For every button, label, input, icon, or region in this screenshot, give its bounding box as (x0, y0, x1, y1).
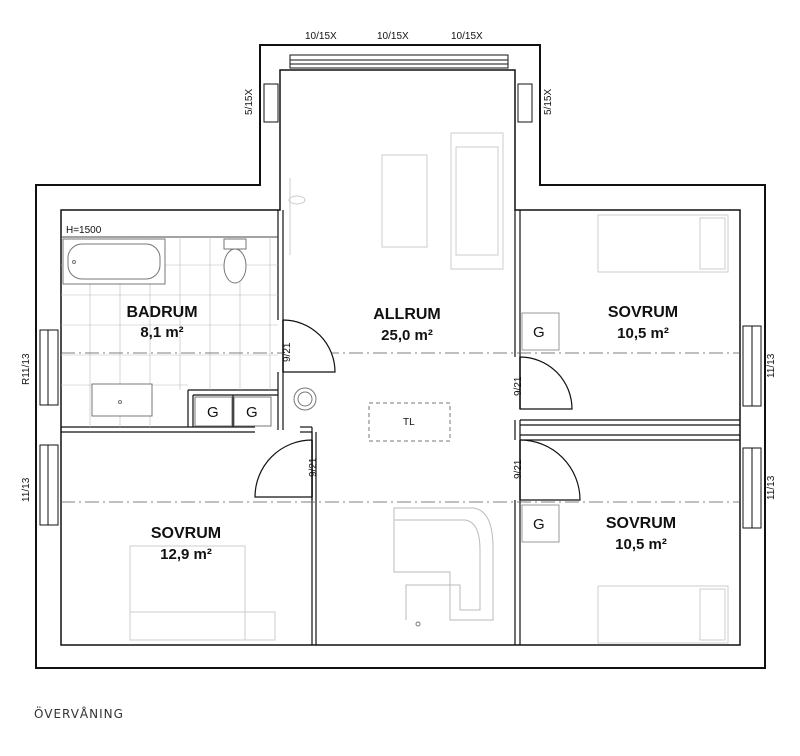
window-label-top-1: 10/15X (305, 31, 337, 42)
g-label-1: G (207, 404, 219, 421)
room-name-sovrum-se: SOVRUM (606, 515, 676, 532)
sink (91, 383, 153, 417)
window-label-top-3: 10/15X (451, 31, 483, 42)
room-name-allrum: ALLRUM (373, 306, 441, 323)
window-label-right-lower: 11/13 (766, 475, 777, 500)
door-label-bath: 9/21 (282, 342, 293, 362)
toilet (223, 238, 247, 284)
window-label-left-upper: R11/13 (21, 353, 32, 385)
ridge-lines (61, 352, 740, 503)
door-label-sovrum-ne: 9/21 (513, 376, 524, 396)
window-label-top-2: 10/15X (377, 31, 409, 42)
door-label-sovrum-sw: 9/21 (308, 457, 319, 477)
g-label-2: G (246, 404, 258, 421)
tl-box (368, 402, 451, 442)
room-name-sovrum-sw: SOVRUM (151, 525, 221, 542)
g-label-3: G (533, 324, 545, 341)
window-label-dormer-right: 5/15X (543, 89, 554, 115)
door-lines (282, 320, 521, 500)
windows (39, 54, 762, 529)
room-area-allrum: 25,0 m² (381, 327, 433, 344)
bathroom-tiles (61, 237, 278, 427)
window-label-left-lower: 11/13 (21, 477, 32, 502)
tl-label: TL (403, 417, 415, 428)
floor-plan: 10/15X 10/15X 10/15X 5/15X 5/15X R11/13 … (21, 31, 777, 669)
g-label-4: G (533, 516, 545, 533)
stair (393, 507, 494, 627)
room-area-badrum: 8,1 m² (140, 324, 183, 341)
chimney-pipe (293, 387, 317, 411)
floor-label: ÖVERVÅNING (34, 707, 124, 721)
bathtub (62, 238, 166, 285)
room-name-sovrum-ne: SOVRUM (608, 304, 678, 321)
room-name-badrum: BADRUM (126, 304, 197, 321)
door-swings (254, 319, 581, 501)
window-label-right-upper: 11/13 (766, 353, 777, 378)
window-label-dormer-left: 5/15X (244, 89, 255, 115)
door-label-sovrum-se: 9/21 (513, 459, 524, 479)
bedroom-furniture (129, 214, 729, 644)
interior-walls (61, 210, 740, 645)
height-note: H=1500 (66, 225, 102, 236)
outer-walls (35, 44, 766, 669)
room-area-sovrum-sw: 12,9 m² (160, 546, 212, 563)
laundry-box (194, 396, 272, 427)
allrum-furniture (288, 132, 504, 270)
room-area-sovrum-ne: 10,5 m² (617, 325, 669, 342)
room-area-sovrum-se: 10,5 m² (615, 536, 667, 553)
